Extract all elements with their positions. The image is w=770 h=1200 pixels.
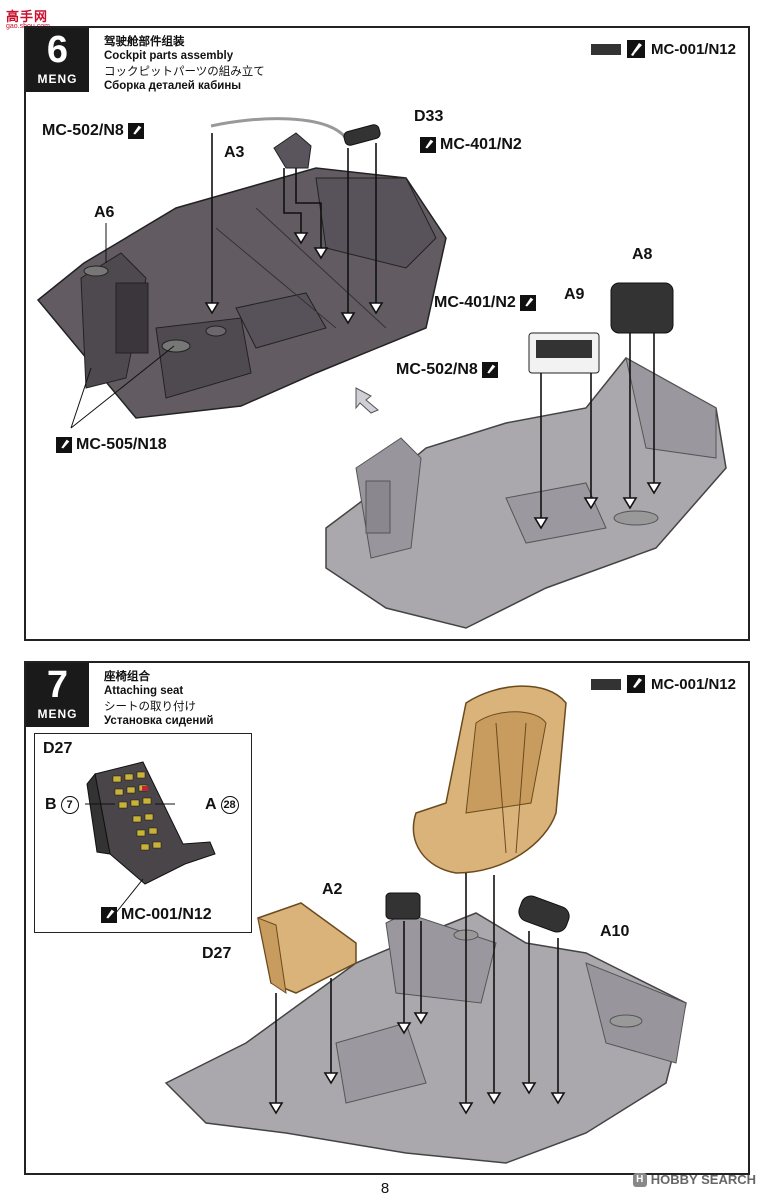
brush-icon xyxy=(626,40,645,58)
callout-number: 7 xyxy=(60,796,79,814)
inset-part-label: D27 xyxy=(43,740,72,758)
watermark-brand: 高手网 xyxy=(6,9,49,24)
inset-ref-b7: B 7 xyxy=(45,796,79,814)
label-text: A10 xyxy=(600,923,630,940)
title-ru: Сборка деталей кабины xyxy=(104,80,242,92)
step-7-badge: 7 MENG xyxy=(26,663,89,727)
label-a6: A6 xyxy=(94,204,114,222)
title-en: Attaching seat xyxy=(104,685,184,697)
paint-reference: MC-001/N12 xyxy=(590,40,736,58)
label-d27: D27 xyxy=(202,945,231,963)
label-d33: D33 xyxy=(414,108,443,126)
label-text: A8 xyxy=(632,246,653,263)
color-swatch xyxy=(590,678,621,690)
label-a2: A2 xyxy=(322,881,342,899)
brush-icon xyxy=(481,362,498,378)
paint-code: MC-001/N12 xyxy=(650,40,736,58)
label-text: A xyxy=(205,796,217,813)
label-text: MC-502/N8 xyxy=(396,361,478,378)
label-a10: A10 xyxy=(600,923,629,941)
step-6-diagram xyxy=(36,117,727,629)
color-swatch xyxy=(590,43,621,55)
label-a3: A3 xyxy=(224,144,244,162)
brush-icon xyxy=(127,123,144,139)
callout-number: 28 xyxy=(220,796,239,814)
label-mc502-a9: MC-502/N8 xyxy=(396,361,498,379)
brush-icon xyxy=(420,137,436,153)
page-number: 8 xyxy=(380,1180,390,1197)
label-text: MC-401/N2 xyxy=(440,136,522,153)
brand-logo: MENG xyxy=(37,707,78,721)
hobby-search-text: HOBBY SEARCH xyxy=(650,1172,756,1187)
label-mc401-a9: MC-401/N2 xyxy=(434,294,536,312)
step-number: 7 xyxy=(46,664,69,706)
step-6-panel: 6 MENG 驾驶舱部件组装 Cockpit parts assembly コッ… xyxy=(24,26,750,641)
title-jp: シートの取り付け xyxy=(104,699,196,713)
step-number: 6 xyxy=(46,29,69,71)
title-en: Cockpit parts assembly xyxy=(104,50,234,62)
label-text: MC-401/N2 xyxy=(434,294,516,311)
brush-icon xyxy=(519,295,536,311)
brush-icon xyxy=(101,907,117,923)
d27-detail-inset: D27 B 7 A 28 MC-001/N12 xyxy=(34,733,252,933)
label-text: A9 xyxy=(564,286,585,303)
step-7-titles: 座椅组合 Attaching seat シートの取り付け Установка с… xyxy=(104,669,214,729)
label-text: MC-505/N18 xyxy=(76,436,167,453)
label-text: MC-001/N12 xyxy=(121,906,212,923)
step-7-diagram xyxy=(164,685,687,1164)
title-jp: コックピットパーツの組み立て xyxy=(104,64,265,78)
title-zh: 座椅组合 xyxy=(104,669,150,683)
hobby-search-logo-icon: H xyxy=(632,1172,647,1187)
label-mc502-top: MC-502/N8 xyxy=(42,122,144,140)
inset-paint-ref: MC-001/N12 xyxy=(101,906,212,924)
label-a9: A9 xyxy=(564,286,584,304)
label-text: MC-502/N8 xyxy=(42,122,124,139)
brush-icon xyxy=(626,675,645,693)
step-6-titles: 驾驶舱部件组装 Cockpit parts assembly コックピットパーツ… xyxy=(104,34,265,94)
label-text: D27 xyxy=(43,740,73,757)
step-7-panel: 7 MENG 座椅组合 Attaching seat シートの取り付け Уста… xyxy=(24,661,750,1175)
brand-logo: MENG xyxy=(37,72,78,86)
label-text: D27 xyxy=(202,945,232,962)
title-ru: Установка сидений xyxy=(104,715,214,727)
label-text: A2 xyxy=(322,881,343,898)
brush-icon xyxy=(56,437,72,453)
hobby-search-watermark: H HOBBY SEARCH xyxy=(632,1172,756,1187)
label-mc401-top: MC-401/N2 xyxy=(420,136,522,154)
label-mc505: MC-505/N18 xyxy=(56,436,167,454)
label-a8: A8 xyxy=(632,246,652,264)
label-text: B xyxy=(45,796,57,813)
label-text: A3 xyxy=(224,144,245,161)
step-6-badge: 6 MENG xyxy=(26,28,89,92)
label-text: D33 xyxy=(414,108,444,125)
label-text: A6 xyxy=(94,204,115,221)
inset-ref-a28: A 28 xyxy=(205,796,239,814)
paint-code: MC-001/N12 xyxy=(650,675,736,693)
d27-detail-drawing xyxy=(85,761,216,915)
title-zh: 驾驶舱部件组装 xyxy=(104,34,185,48)
paint-reference: MC-001/N12 xyxy=(590,675,736,693)
